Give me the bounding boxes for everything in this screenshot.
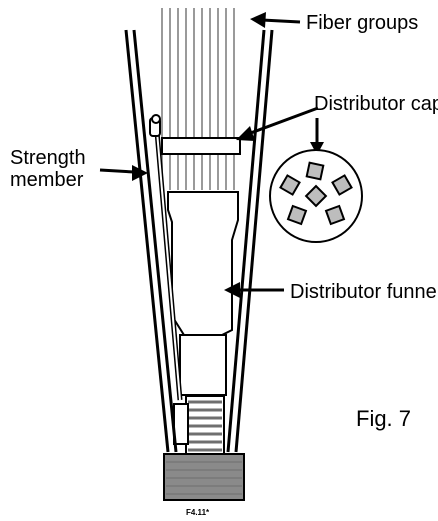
- cap-hole: [304, 184, 328, 208]
- lower-tube: [179, 334, 227, 396]
- label-strength-member-line1: Strength: [10, 147, 86, 169]
- cap-hole: [331, 174, 353, 196]
- distributor-cap-arrow: [236, 106, 319, 141]
- figure-caption: Fig. 7: [356, 406, 412, 431]
- figure-code: F4.11*: [186, 508, 210, 517]
- cap-top-view-arrow: [310, 118, 324, 155]
- label-fiber-groups: Fiber groups: [306, 12, 419, 34]
- base-block: [163, 453, 245, 501]
- label-strength-member-line2: member: [10, 169, 84, 191]
- distributor-cap: [161, 137, 241, 155]
- cap-hole: [324, 204, 346, 226]
- label-distributor-funnel: Distributor funnel: [290, 281, 438, 303]
- cap-hole: [305, 161, 325, 181]
- fiber-groups-arrow: [250, 12, 301, 28]
- cap-top-view: [269, 149, 363, 243]
- outer-sheath: [124, 29, 274, 453]
- connector-section: [173, 395, 225, 455]
- strength-member-arrow: [99, 165, 148, 181]
- label-distributor-cap: Distributor cap: [314, 93, 438, 115]
- strength-member: [149, 114, 183, 401]
- distributor-funnel: [167, 191, 239, 336]
- cap-hole: [286, 204, 308, 226]
- distributor-funnel-arrow: [224, 282, 284, 298]
- fiber-groups: [161, 8, 235, 190]
- cap-hole: [279, 174, 301, 196]
